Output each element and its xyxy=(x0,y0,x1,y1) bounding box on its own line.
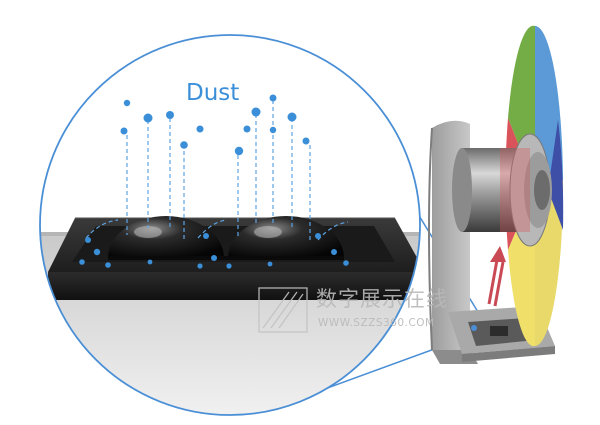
wheel-motor xyxy=(452,133,552,247)
projector-light-engine xyxy=(428,25,564,364)
magnified-view: Dust xyxy=(40,35,420,415)
light-beam-arrow xyxy=(487,246,506,307)
mirror-dome-right xyxy=(228,216,344,258)
watermark-url: WWW.SZZS360.COM xyxy=(318,317,435,329)
magnifier-circle xyxy=(39,34,421,416)
watermark-site-name: 数字展示在线 xyxy=(316,287,448,311)
watermark: 数字展示在线 WWW.SZZS360.COM xyxy=(258,287,448,333)
dust-particles xyxy=(79,94,349,269)
dust-trails xyxy=(85,100,349,241)
mirror-dome-left xyxy=(108,216,224,258)
dust-label: Dust xyxy=(186,80,239,106)
watermark-logo-icon xyxy=(258,287,308,333)
micromirror-chip xyxy=(48,216,420,300)
